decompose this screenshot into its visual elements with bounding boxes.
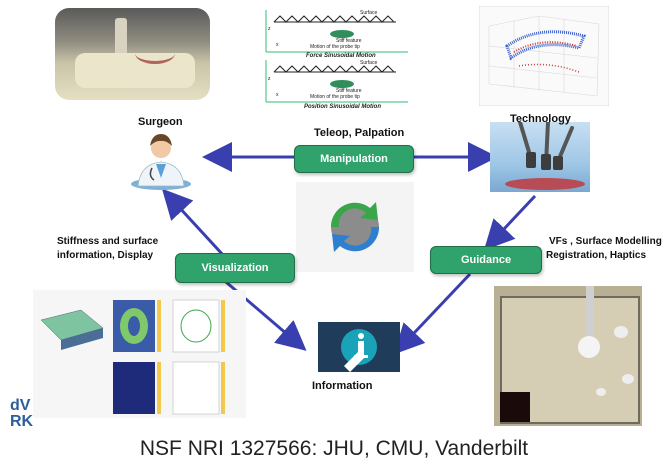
- information-label: Information: [312, 380, 373, 392]
- stiffness-label-line1: Stiffness and surface: [57, 236, 159, 247]
- surgeon-icon: [131, 134, 191, 190]
- cycle-graphic: [296, 182, 414, 272]
- visualization-node: Visualization: [175, 253, 295, 283]
- surgeon-label: Surgeon: [138, 116, 183, 128]
- sinusoidal-figures: Surface z x Stiff feature Motion of the …: [260, 8, 410, 110]
- force-motion-label: Motion of the probe tip: [310, 44, 360, 50]
- teleop-label: Teleop, Palpation: [314, 127, 405, 139]
- position-axis-z: z: [268, 76, 271, 82]
- guidance-node: Guidance: [430, 246, 542, 274]
- phantom-photo: [55, 8, 210, 100]
- guidance-photo: [494, 286, 642, 426]
- position-surface-label: Surface: [360, 60, 377, 66]
- information-icon: [318, 322, 400, 372]
- manipulation-node: Manipulation: [294, 145, 414, 173]
- vfs-label-line2: Registration, Haptics: [546, 250, 647, 261]
- force-feature-label: Stiff feature: [336, 38, 362, 44]
- force-axis-z: z: [268, 26, 271, 32]
- position-caption: Position Sinusoidal Motion: [304, 104, 381, 110]
- arrow-guidance-to-information: [393, 272, 472, 355]
- vfs-label-line1: VFs , Surface Modelling: [549, 236, 662, 247]
- stiffness-label-line2: information, Display: [57, 250, 154, 261]
- surface-point-plot: [479, 6, 609, 106]
- position-motion-label: Motion of the probe tip: [310, 94, 360, 100]
- arrow-tech-to-guidance: [483, 194, 537, 251]
- footer-text: NSF NRI 1327566: JHU, CMU, Vanderbilt: [139, 437, 529, 460]
- technology-label: Technology: [510, 113, 571, 125]
- position-feature-label: Stiff feature: [336, 88, 362, 94]
- force-surface-label: Surface: [360, 10, 377, 16]
- position-axis-x: x: [276, 92, 279, 98]
- force-caption: Force Sinusoidal Motion: [306, 53, 376, 59]
- visualization-plots: [33, 290, 246, 418]
- robot-photo: [490, 122, 590, 192]
- force-axis-x: x: [276, 42, 279, 48]
